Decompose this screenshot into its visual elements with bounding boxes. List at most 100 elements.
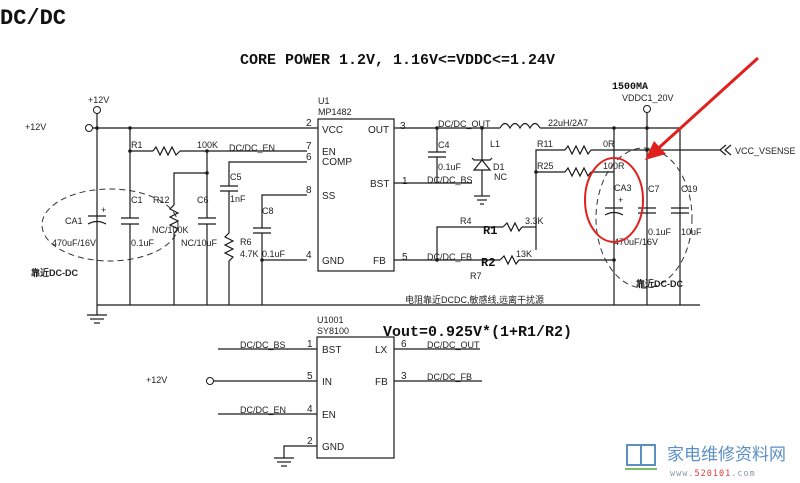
svg-text:4: 4 xyxy=(306,250,312,261)
near-dcdc-outline-right xyxy=(595,147,693,289)
resistor-R1: R1 100K DC/DC_EN xyxy=(128,140,307,157)
svg-text:R1: R1 xyxy=(131,140,143,150)
svg-text:0.1uF: 0.1uF xyxy=(131,238,155,248)
svg-text:R25: R25 xyxy=(537,161,554,171)
net-vddc: VDDC1_20V xyxy=(622,93,674,103)
svg-text:MP1482: MP1482 xyxy=(318,107,352,117)
svg-text:C4: C4 xyxy=(438,140,450,150)
svg-text:R1: R1 xyxy=(483,224,497,238)
svg-text:7: 7 xyxy=(306,141,312,152)
svg-text:+12V: +12V xyxy=(25,122,46,132)
svg-text:FB: FB xyxy=(375,377,388,388)
near-dcdc-note-left: 靠近DC-DC xyxy=(31,267,78,278)
svg-text:R12: R12 xyxy=(153,195,170,205)
inductor-L1: L1 22uH/2A7 xyxy=(490,118,680,149)
ic-U1: U1 MP1482 2 VCC 7 EN 6 COMP 8 SS 4 GND O… xyxy=(306,96,408,272)
svg-text:+: + xyxy=(618,195,623,205)
svg-text:U1: U1 xyxy=(318,96,330,106)
svg-text:BST: BST xyxy=(322,345,341,356)
svg-text:DC/DC_EN: DC/DC_EN xyxy=(229,143,275,153)
svg-text:1: 1 xyxy=(307,339,313,350)
svg-text:4.7K: 4.7K xyxy=(240,249,259,259)
svg-text:IN: IN xyxy=(322,377,332,388)
svg-text:4: 4 xyxy=(307,404,313,415)
svg-text:DC/DC_BS: DC/DC_BS xyxy=(240,340,286,350)
svg-text:5: 5 xyxy=(307,371,313,382)
svg-text:3.3K: 3.3K xyxy=(525,216,544,226)
resistor-R12: R12 NC/100K xyxy=(152,151,209,305)
svg-text:C1: C1 xyxy=(131,195,143,205)
svg-text:L1: L1 xyxy=(490,139,500,149)
capacitor-C19: C19 10uF xyxy=(671,184,702,237)
svg-text:LX: LX xyxy=(375,345,388,356)
svg-text:DC/DC_FB: DC/DC_FB xyxy=(427,252,472,262)
capacitor-C1: C1 0.1uF xyxy=(121,128,155,305)
svg-text:VCC_VSENSE: VCC_VSENSE xyxy=(735,146,796,156)
vsense-connector: VCC_VSENSE xyxy=(719,144,796,156)
svg-text:C19: C19 xyxy=(681,184,698,194)
svg-text:8: 8 xyxy=(306,185,312,196)
capacitor-C6: C6 NC/10uF xyxy=(181,195,218,305)
svg-text:6: 6 xyxy=(306,152,312,163)
capacitor-C4: C4 0.1uF xyxy=(428,128,462,183)
svg-text:C8: C8 xyxy=(262,206,274,216)
svg-text:D1: D1 xyxy=(493,162,505,172)
svg-text:2: 2 xyxy=(307,436,313,447)
svg-text:5: 5 xyxy=(402,252,408,263)
svg-text:22uH/2A7: 22uH/2A7 xyxy=(548,118,588,128)
watermark-url: www.520101.com xyxy=(670,469,756,479)
svg-text:470uF/16V: 470uF/16V xyxy=(52,238,96,248)
svg-text:R7: R7 xyxy=(470,271,482,281)
svg-text:DC/DC_OUT: DC/DC_OUT xyxy=(427,340,480,350)
svg-text:FB: FB xyxy=(373,256,386,267)
svg-text:GND: GND xyxy=(322,256,344,267)
vddc-terminal xyxy=(643,105,651,113)
resistor-R6: R6 4.7K xyxy=(223,232,259,305)
svg-text:C7: C7 xyxy=(648,184,660,194)
svg-text:SY8100: SY8100 xyxy=(317,326,349,336)
svg-text:3: 3 xyxy=(400,121,406,132)
routing-note: 电阻靠近DCDC,敏感线,远离干扰源 xyxy=(405,294,544,305)
near-dcdc-note-right: 靠近DC-DC xyxy=(636,278,683,289)
svg-text:R4: R4 xyxy=(460,216,472,226)
svg-text:1: 1 xyxy=(402,176,408,187)
svg-text:BST: BST xyxy=(370,179,389,190)
svg-text:0R: 0R xyxy=(603,139,615,149)
svg-text:+: + xyxy=(101,205,106,215)
book-icon xyxy=(625,444,657,470)
resistor-R25: R25 100R xyxy=(534,161,625,178)
svg-text:+12V: +12V xyxy=(146,375,167,385)
svg-text:SS: SS xyxy=(322,191,336,202)
svg-text:0.1uF: 0.1uF xyxy=(438,162,462,172)
svg-text:0.1uF: 0.1uF xyxy=(262,249,286,259)
svg-text:NC: NC xyxy=(494,172,507,182)
svg-text:R11: R11 xyxy=(537,139,553,149)
svg-text:13K: 13K xyxy=(516,249,532,259)
svg-text:GND: GND xyxy=(322,442,344,453)
red-arrow-annotation xyxy=(645,56,760,160)
diode-D1: D1 NC xyxy=(471,128,507,205)
svg-text:3: 3 xyxy=(401,371,407,382)
near-dcdc-outline-left xyxy=(41,188,179,262)
resistor-R7: DC/DC_FB R2 13K R7 xyxy=(394,249,616,281)
svg-text:OUT: OUT xyxy=(368,125,389,136)
resistor-R4: R4 R1 3.3K xyxy=(436,216,544,260)
ic-U1001: U1001 SY8100 DC/DC_BS 1 BST +12V 5 IN DC… xyxy=(146,315,482,467)
svg-text:C5: C5 xyxy=(230,172,242,182)
svg-text:EN: EN xyxy=(322,147,336,158)
ground-icon xyxy=(87,314,107,324)
capacitor-C8: C8 0.1uF xyxy=(253,194,307,305)
svg-text:DC/DC_FB: DC/DC_FB xyxy=(427,372,472,382)
vin-terminal-top: +12V xyxy=(88,95,109,128)
svg-text:100K: 100K xyxy=(197,140,218,150)
svg-text:+12V: +12V xyxy=(88,95,109,105)
subtitle: CORE POWER 1.2V, 1.16V<=VDDC<=1.24V xyxy=(240,52,555,69)
svg-text:DC/DC_EN: DC/DC_EN xyxy=(240,405,286,415)
vout-formula: Vout=0.925V*(1+R1/R2) xyxy=(383,324,572,341)
svg-text:CA1: CA1 xyxy=(65,216,83,226)
current-note: 1500MA xyxy=(612,82,648,93)
net-dcdc-out: DC/DC_OUT xyxy=(438,119,491,129)
svg-text:CA3: CA3 xyxy=(614,183,632,193)
svg-text:2: 2 xyxy=(306,118,312,129)
